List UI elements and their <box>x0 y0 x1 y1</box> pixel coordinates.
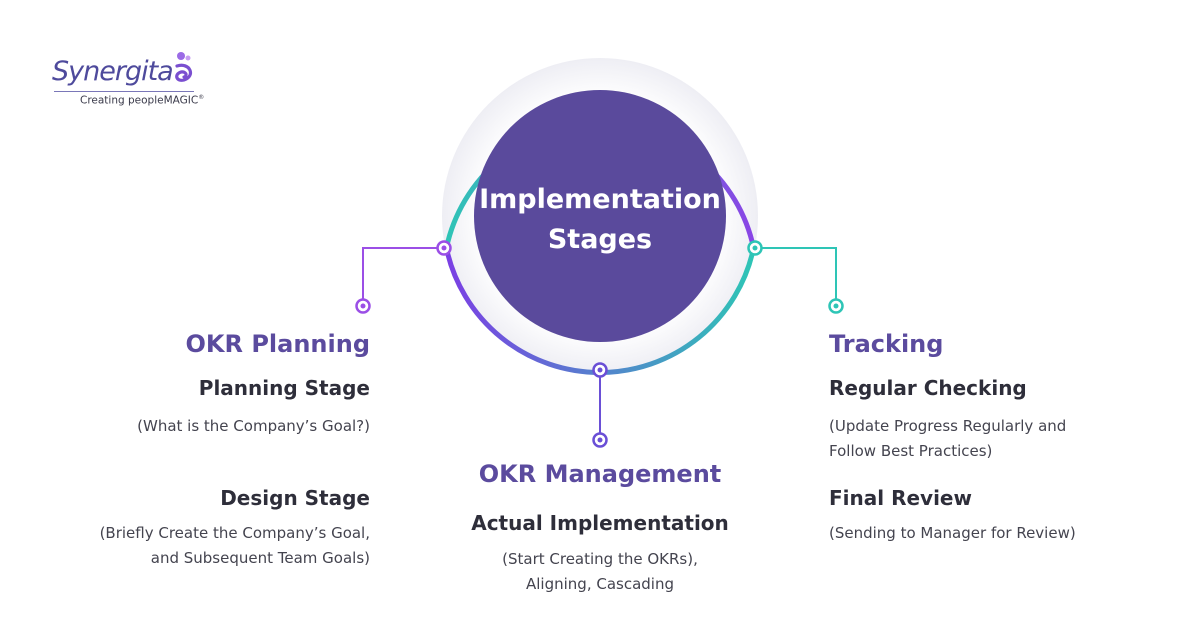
tracking-connector-line <box>755 247 837 306</box>
management-end-node-dot <box>597 437 603 443</box>
center-circle <box>474 90 726 342</box>
design-stage-desc: (Briefly Create the Company’s Goal, and … <box>99 524 370 567</box>
management-heading: OKR Management <box>478 460 722 488</box>
tracking-end-node-dot <box>833 303 839 309</box>
planning-ring-node-dot <box>441 245 447 251</box>
implementation-stage-title: Actual Implementation <box>471 511 729 535</box>
design-stage-title: Design Stage <box>220 486 370 510</box>
brand-tagline: Creating peopleMAGIC® <box>80 94 205 107</box>
tracking-ring-node-dot <box>752 245 758 251</box>
brand-underline <box>54 91 194 92</box>
planning-end-node-dot <box>360 303 366 309</box>
final-review-title: Final Review <box>829 486 972 510</box>
center-title: Implementation Stages <box>470 180 730 260</box>
brand-swirl-icon <box>175 52 193 82</box>
brand-name: Synergita <box>52 56 174 87</box>
center-title-line1: Implementation <box>479 184 721 215</box>
implementation-stage-desc: (Start Creating the OKRs), Aligning, Cas… <box>502 550 698 593</box>
planning-stage-title: Planning Stage <box>198 376 370 400</box>
brand-logo: Synergita Creating peopleMAGIC® <box>52 50 212 110</box>
tracking-heading: Tracking <box>829 330 944 358</box>
management-ring-node-dot <box>597 367 603 373</box>
final-review-desc: (Sending to Manager for Review) <box>829 524 1076 542</box>
regular-checking-title: Regular Checking <box>829 376 1027 400</box>
planning-stage-desc: (What is the Company’s Goal?) <box>137 417 370 435</box>
regular-checking-desc: (Update Progress Regularly and Follow Be… <box>829 417 1067 460</box>
planning-heading: OKR Planning <box>185 330 370 358</box>
planning-connector-line <box>362 247 444 306</box>
center-title-line2: Stages <box>547 224 653 255</box>
